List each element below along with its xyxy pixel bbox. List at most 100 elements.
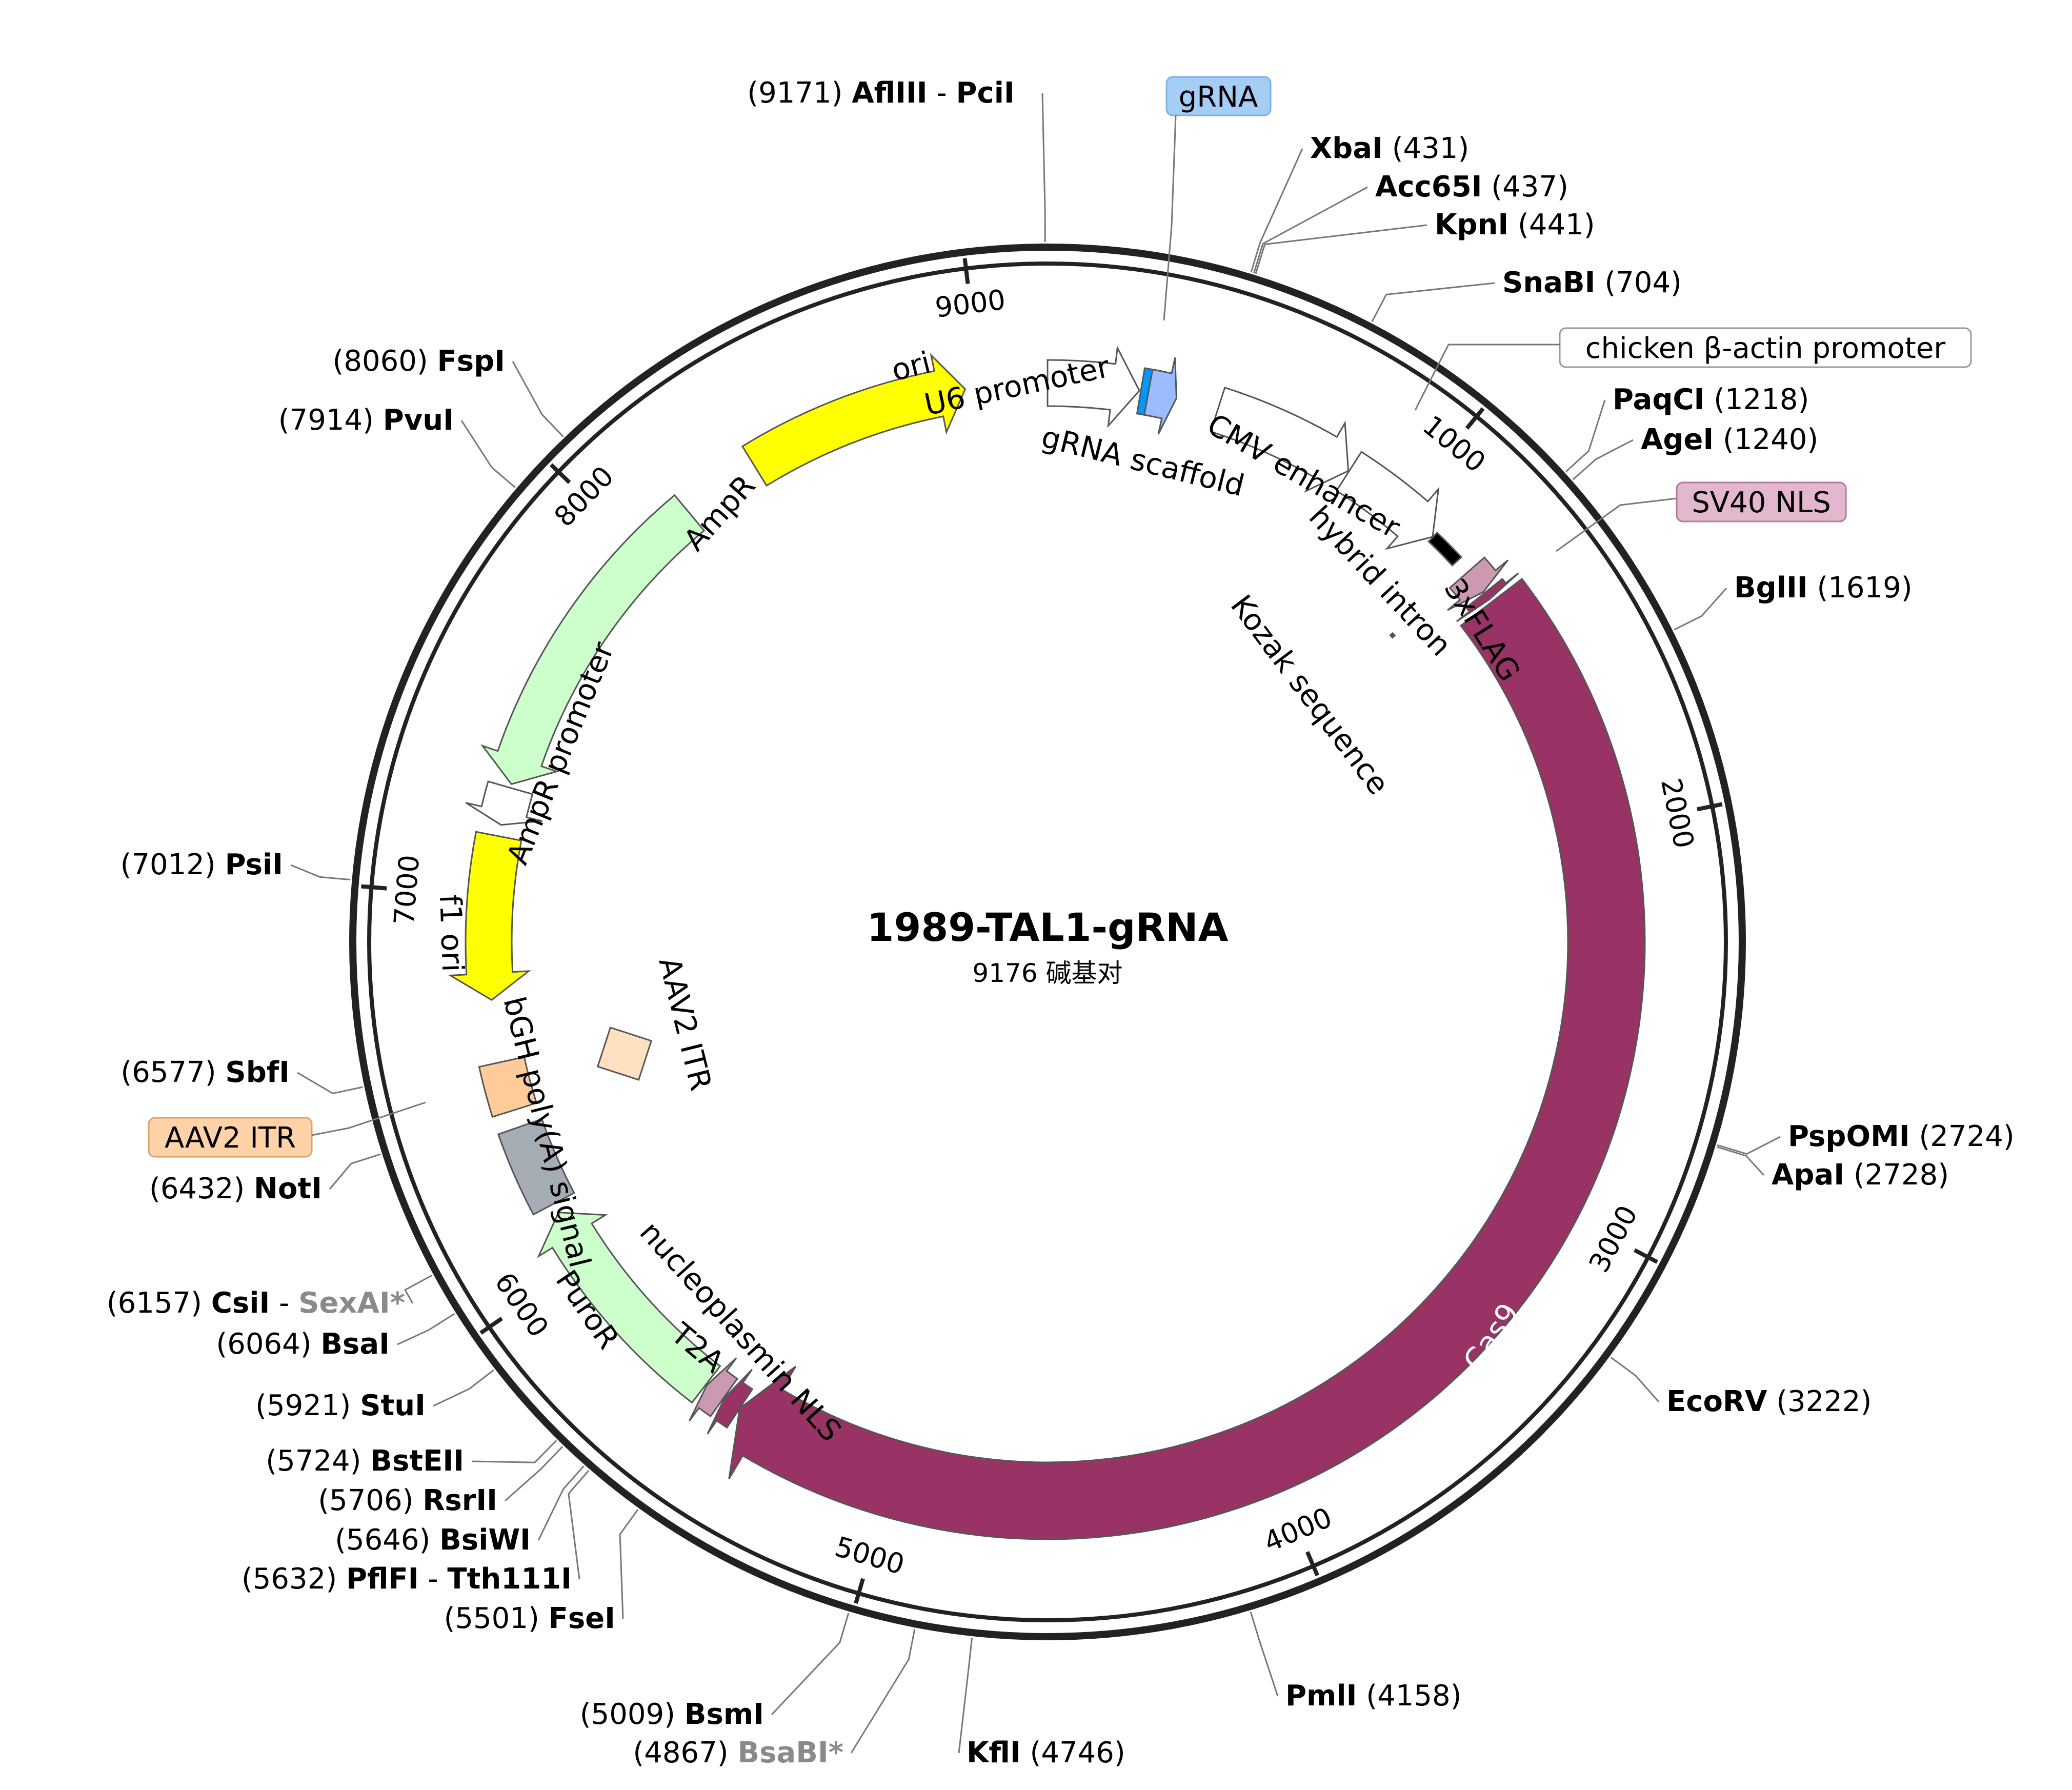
site-bglII: BglII (1619) (1674, 571, 1913, 631)
site-label-pspOMI: PspOMI (2724) (1788, 1120, 2015, 1153)
site-pos-apaI: (2728) (1844, 1158, 1949, 1192)
site-pos-bstEII: (5724) (266, 1444, 370, 1478)
aav2-box-text: AAV2 ITR (165, 1121, 296, 1155)
site-ecoRV: EcoRV (3222) (1610, 1356, 1872, 1418)
tick-label-7000: 7000 (388, 854, 426, 927)
site-label-bsaBI: (4867) BsaBI* (633, 1736, 843, 1769)
site-label-paqCI: PaqCI (1218) (1613, 383, 1809, 416)
tick-label-4000: 4000 (1259, 1501, 1337, 1559)
feature-cba-promoter (1335, 451, 1440, 550)
site-label-fspI: (8060) FspI (332, 345, 505, 378)
site-label-bglII: BglII (1619) (1734, 571, 1913, 605)
feature-puror (537, 1212, 721, 1404)
tick-label-2000: 2000 (1655, 776, 1700, 851)
site-name-kflI: KflI (967, 1736, 1021, 1769)
tick-5000 (854, 1578, 865, 1604)
tick-label-5000: 5000 (831, 1530, 908, 1581)
site-name-psiI: PsiI (225, 848, 283, 881)
site-kflI: KflI (4746) (958, 1637, 1125, 1769)
site-bsmI: (5009) BsmI (580, 1613, 850, 1731)
site-leader-psiI (290, 864, 351, 881)
site-pos-rsrII: (5706) (318, 1484, 423, 1517)
site-pos-kpnI: (441) (1508, 208, 1595, 242)
site-name-pflFI: PflFI (346, 1562, 419, 1596)
site-pos-paqCI: (1218) (1704, 383, 1809, 416)
tick-label-3000: 3000 (1583, 1200, 1644, 1278)
site-rsrII: (5706) RsrII (318, 1446, 564, 1517)
site-name-pmlI: PmlI (1285, 1679, 1357, 1713)
site-label-bsiWI: (5646) BsiWI (335, 1523, 531, 1557)
tick-3000 (1633, 1248, 1658, 1264)
boxed-labels: gRNA chicken β-actin promoter SV40 NLS A… (148, 76, 1972, 1158)
site-leader-kflI (958, 1637, 973, 1754)
feature-u6 (1047, 345, 1140, 429)
site-ageI: AgeI (1240) (1572, 423, 1818, 480)
site-pos-sbfI: (6577) (120, 1056, 225, 1089)
site-pos-bglII: (1619) (1808, 571, 1913, 605)
site-name-ecoRV: EcoRV (1666, 1385, 1767, 1418)
feature-t2a (689, 1357, 738, 1422)
feature-hybrid-intron (1427, 531, 1463, 567)
site-pflFI: (5632) PflFI - Tth111I (242, 1470, 590, 1596)
site-leader-bsmI (771, 1613, 850, 1716)
feature-ampr (480, 494, 706, 785)
site-pos-bsaI: (6064) (216, 1328, 320, 1361)
site-leader-ageI (1572, 439, 1634, 480)
site-xbaI: XbaI (431) (1250, 132, 1469, 273)
site-name2-aflIII: PciI (956, 76, 1014, 110)
site-bsaBI: (4867) BsaBI* (633, 1628, 916, 1769)
site-paqCI: PaqCI (1218) (1565, 383, 1809, 472)
site-pos-stuI: (5921) (255, 1389, 360, 1422)
site-label-kpnI: KpnI (441) (1435, 208, 1595, 242)
grna-box: gRNA (1163, 76, 1272, 321)
site-name-csiI: CsiI (211, 1286, 270, 1320)
site-label-pflFI: (5632) PflFI - Tth111I (242, 1562, 572, 1596)
site-leader-fspI (512, 361, 564, 437)
aav2-box: AAV2 ITR (148, 1101, 426, 1158)
site-sep-csiI: - (270, 1286, 298, 1320)
site-bsaI: (6064) BsaI (216, 1313, 455, 1361)
site-pos-ecoRV: (3222) (1767, 1385, 1872, 1418)
site-pos-bsaBI: (4867) (633, 1736, 737, 1769)
site-label-rsrII: (5706) RsrII (318, 1484, 497, 1517)
label-aav2-itr-inner: AAV2 ITR (652, 954, 718, 1094)
site-pos-ageI: (1240) (1714, 423, 1818, 456)
site-acc65I: Acc65I (437) (1253, 170, 1568, 274)
tick-1000 (1465, 407, 1485, 430)
site-pos-bsmI: (5009) (580, 1698, 685, 1731)
plasmid-name: 1989-TAL1-gRNA (867, 904, 1229, 950)
feature-aav2-itr (478, 1056, 538, 1118)
site-leader-bsaI (397, 1313, 455, 1345)
site-label-bsaI: (6064) BsaI (216, 1328, 390, 1361)
site-leader-aflIII (1041, 93, 1046, 243)
site-leader-snaBI (1371, 282, 1495, 323)
site-name-rsrII: RsrII (423, 1484, 497, 1517)
site-name-pspOMI: PspOMI (1788, 1120, 1910, 1153)
site-name-apaI: ApaI (1772, 1158, 1844, 1192)
site-pos-xbaI: (431) (1383, 132, 1469, 165)
site-label-ageI: AgeI (1240) (1641, 423, 1818, 456)
site-leader-paqCI (1565, 399, 1606, 472)
site-label-ecoRV: EcoRV (3222) (1666, 1385, 1872, 1418)
site-label-bstEII: (5724) BstEII (266, 1444, 464, 1478)
label-kozak-sequence: Kozak sequence (1224, 589, 1396, 801)
cba-box: chicken β-actin promoter (1414, 327, 1972, 411)
site-leader-bsaBI (850, 1628, 916, 1754)
site-leader-fseI (619, 1509, 639, 1619)
site-name-kpnI: KpnI (1435, 208, 1508, 242)
site-sbfI: (6577) SbfI (120, 1056, 363, 1095)
feature-kozak (1389, 632, 1396, 639)
site-name-snaBI: SnaBI (1502, 266, 1596, 299)
site-name-aflIII: AflIII (852, 76, 927, 110)
site-label-csiI: (6157) CsiI - SexAI* (107, 1286, 405, 1320)
cba-box-text: chicken β-actin promoter (1585, 332, 1946, 365)
grna-box-text: gRNA (1179, 81, 1258, 114)
site-fseI: (5501) FseI (444, 1509, 639, 1635)
site-leader-pflFI (568, 1470, 590, 1580)
site-label-xbaI: XbaI (431) (1310, 132, 1469, 165)
site-pos-fseI: (5501) (444, 1602, 549, 1635)
site-label-acc65I: Acc65I (437) (1375, 170, 1568, 204)
tick-9000 (962, 258, 970, 284)
